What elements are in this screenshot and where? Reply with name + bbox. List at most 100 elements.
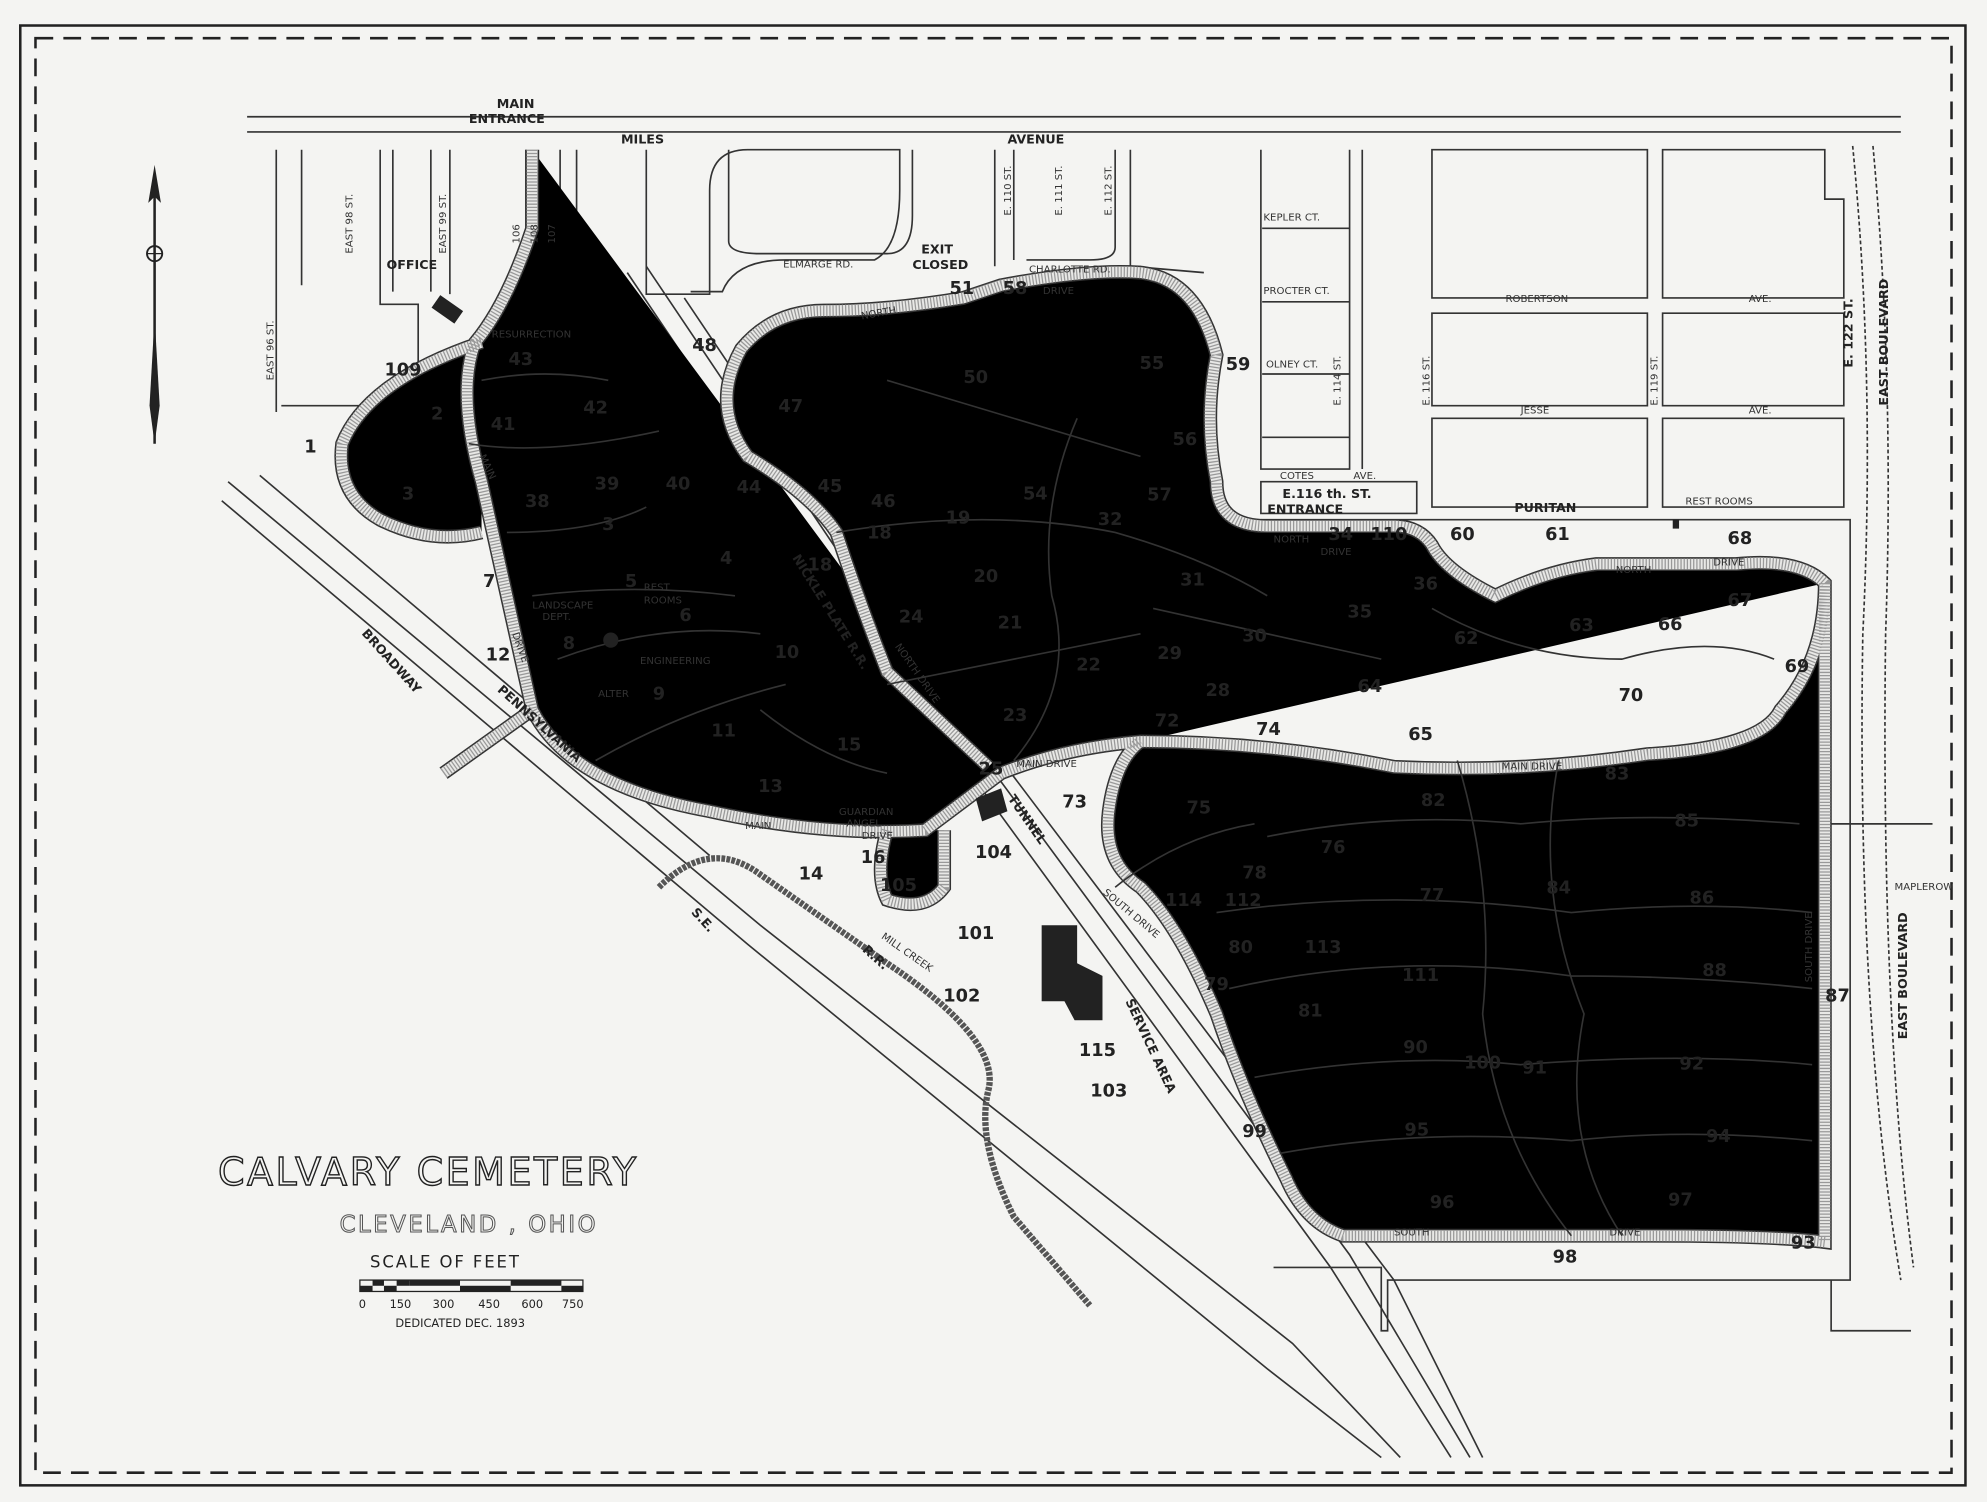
street-grid: [275, 145, 1933, 1332]
section-77-label: 77: [1420, 886, 1445, 906]
section-31-label: 31: [1180, 571, 1205, 591]
south-drive-label-3: SOUTH: [1394, 1228, 1430, 1239]
section-44-label: 44: [737, 478, 762, 498]
main-entrance-label-2: ENTRANCE: [469, 111, 545, 126]
e110-label: E. 110 ST.: [1003, 166, 1014, 216]
section-35-label: 35: [1347, 602, 1372, 622]
section-7-label: 7: [483, 572, 495, 592]
section-73-label: 73: [1062, 792, 1087, 812]
section-76-label: 76: [1321, 838, 1346, 858]
section-74-label: 74: [1256, 720, 1281, 740]
section-13-label: 13: [758, 777, 783, 797]
section-5-label: 5: [625, 572, 637, 592]
dedicated-label: DEDICATED DEC. 1893: [395, 1316, 525, 1330]
section-113-label: 113: [1304, 938, 1341, 958]
section-22-label: 22: [1076, 656, 1101, 676]
section-21-label: 21: [998, 614, 1023, 634]
cotes-ave-label: AVE.: [1353, 471, 1376, 482]
east-boulevard-label-2: EAST BOULEVARD: [1895, 912, 1910, 1039]
section-11-label: 11: [711, 721, 736, 741]
east-boulevard-label: EAST BOULEVARD: [1876, 279, 1891, 406]
section-15-label: 15: [837, 735, 862, 755]
e111-label: E. 111 ST.: [1054, 166, 1065, 216]
section-1-label: 1: [304, 438, 316, 458]
e116-entrance-label: E.116 th. ST.: [1282, 486, 1371, 501]
section-34-label: 34: [1328, 525, 1353, 545]
section-95-label: 95: [1404, 1121, 1429, 1141]
section-66-label: 66: [1658, 615, 1683, 635]
section-47-label: 47: [778, 397, 803, 417]
scale-tick-label: 600: [521, 1297, 543, 1311]
maplerow-label: MAPLEROW: [1894, 882, 1953, 893]
section-72-label: 72: [1155, 711, 1180, 731]
miles-avenue: [247, 115, 1901, 133]
south-drive-label-2: SOUTH DRIVE: [1804, 912, 1815, 982]
north-drive-label-5: DRIVE: [1320, 547, 1351, 558]
north-drive-label-2: DRIVE: [1043, 286, 1074, 297]
section-38-label: 38: [525, 492, 550, 512]
section-16-label: 16: [861, 848, 886, 868]
kepler-label: KEPLER CT.: [1263, 213, 1320, 224]
section-114-label: 114: [1165, 891, 1202, 911]
section-2-label: 2: [431, 405, 443, 425]
section-101-label: 101: [957, 924, 994, 944]
section-29-label: 29: [1157, 644, 1182, 664]
rest-rooms-east-icon: [1672, 519, 1680, 529]
north-arrow-icon: [146, 164, 164, 444]
section-80-label: 80: [1228, 938, 1253, 958]
section-96-label: 96: [1430, 1193, 1455, 1213]
section-40-label: 40: [666, 474, 691, 494]
section-88-label: 88: [1702, 961, 1727, 981]
map-border: [19, 24, 1967, 1487]
section-64-label: 64: [1358, 677, 1383, 697]
section-84-label: 84: [1546, 879, 1571, 899]
section-103-label: 103: [1090, 1081, 1127, 1101]
section-78-label: 78: [1242, 863, 1267, 883]
east-98-label: EAST 98 ST.: [344, 194, 355, 254]
section-36-label: 36: [1413, 574, 1438, 594]
exit-closed-label: EXIT: [921, 242, 953, 257]
section-97-label: 97: [1668, 1190, 1693, 1210]
section-42-label: 42: [583, 398, 608, 418]
rest-rooms-label-2: ROOMS: [644, 595, 682, 606]
olney-label: OLNEY CT.: [1266, 360, 1318, 371]
charlotte-label: CHARLOTTE RD.: [1029, 265, 1111, 276]
main-drive-label-5: MAIN DRIVE: [1016, 759, 1077, 770]
st-108-label: 108: [529, 224, 540, 243]
section-18-label: 18: [867, 524, 892, 544]
section-90-label: 90: [1403, 1038, 1428, 1058]
section-105-label: 105: [880, 876, 917, 896]
section-12-label: 12: [486, 645, 511, 665]
section-94-label: 94: [1706, 1127, 1731, 1147]
engineering-building-icon: [603, 632, 619, 648]
scale-tick-label: 750: [562, 1297, 584, 1311]
section-41-label: 41: [491, 415, 516, 435]
tunnel-icon: [975, 788, 1008, 822]
section-51-label: 51: [949, 279, 974, 299]
section-82-label: 82: [1421, 791, 1446, 811]
section-91-label: 91: [1522, 1059, 1547, 1079]
scale-bar: [359, 1279, 584, 1293]
rest-rooms-label: REST: [644, 583, 671, 594]
section-98-label: 98: [1553, 1247, 1578, 1267]
buildings: [431, 295, 1680, 1021]
section-45-label: 45: [818, 477, 843, 497]
e116-entrance-label-2: ENTRANCE: [1267, 501, 1343, 516]
section-111-label: 111: [1402, 966, 1439, 986]
procter-label: PROCTER CT.: [1263, 286, 1329, 297]
e114-label: E. 114 ST.: [1333, 356, 1344, 406]
section-10-label: 10: [775, 643, 800, 663]
section-92-label: 92: [1679, 1055, 1704, 1075]
section-65-label: 65: [1408, 725, 1433, 745]
main-drive-label-3: MAIN: [745, 821, 771, 832]
section-20-label: 20: [974, 567, 999, 587]
st-107-label: 107: [547, 224, 558, 243]
map-border-dashed: [34, 36, 1953, 1474]
mill-creek: [656, 855, 1093, 1308]
alter-label: ALTER: [598, 689, 629, 700]
section-83-label: 83: [1605, 765, 1630, 785]
miles-label: MILES: [621, 131, 664, 146]
section-9-label: 9: [653, 685, 665, 705]
section-102-label: 102: [943, 986, 980, 1006]
section-93-label: 93: [1791, 1233, 1816, 1253]
